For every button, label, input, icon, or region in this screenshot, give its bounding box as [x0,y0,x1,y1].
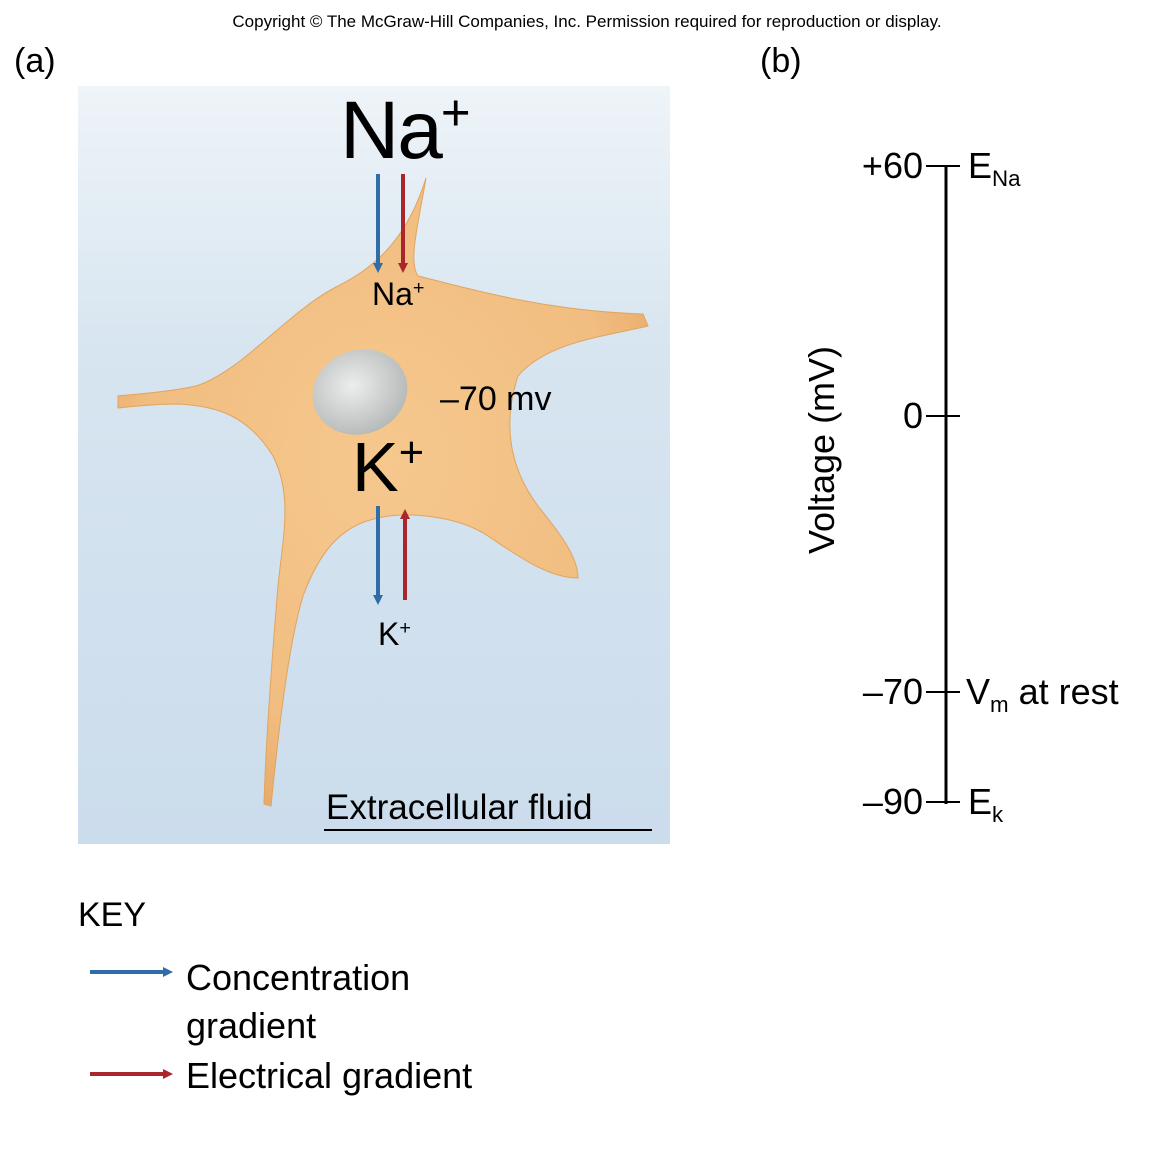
key-electrical-label: Electrical gradient [186,1055,473,1096]
nucleus [312,349,408,435]
na-ion-outside-label: Na+ [340,84,470,176]
tick-value-minus70: –70 [862,671,923,712]
key-arrows [90,967,173,1079]
voltage-scale-axis [926,165,960,804]
extracellular-fluid-underline [324,829,652,831]
extracellular-fluid-label: Extracellular fluid [326,788,593,827]
e-na-label: ENa [968,145,1021,192]
panel-b-label: (b) [760,42,802,80]
e-k-label: Ek [968,781,1004,828]
vm-at-rest-label: Vm at rest [966,671,1119,718]
copyright-notice: Copyright © The McGraw-Hill Companies, I… [232,12,942,31]
tick-value-plus60: +60 [861,145,923,186]
key-title: KEY [78,896,147,934]
key-concentration-label: Concentration gradient [186,957,411,1046]
k-ion-inside-label: K+ [352,428,425,506]
panel-a-label: (a) [14,42,56,80]
neuron-cell-body [117,177,649,807]
voltage-axis-label: Voltage (mV) [801,345,842,555]
tick-value-minus90: –90 [862,781,923,822]
tick-value-zero: 0 [902,395,923,436]
neuron-panel: Na+ Na+ –70 mv K+ K+ Extracellular fluid [78,86,670,844]
na-ion-inside-label: Na+ [372,276,425,312]
neuron-illustration [78,86,670,844]
k-ion-outside-label: K+ [378,616,411,652]
membrane-potential-label: –70 mv [440,380,552,418]
